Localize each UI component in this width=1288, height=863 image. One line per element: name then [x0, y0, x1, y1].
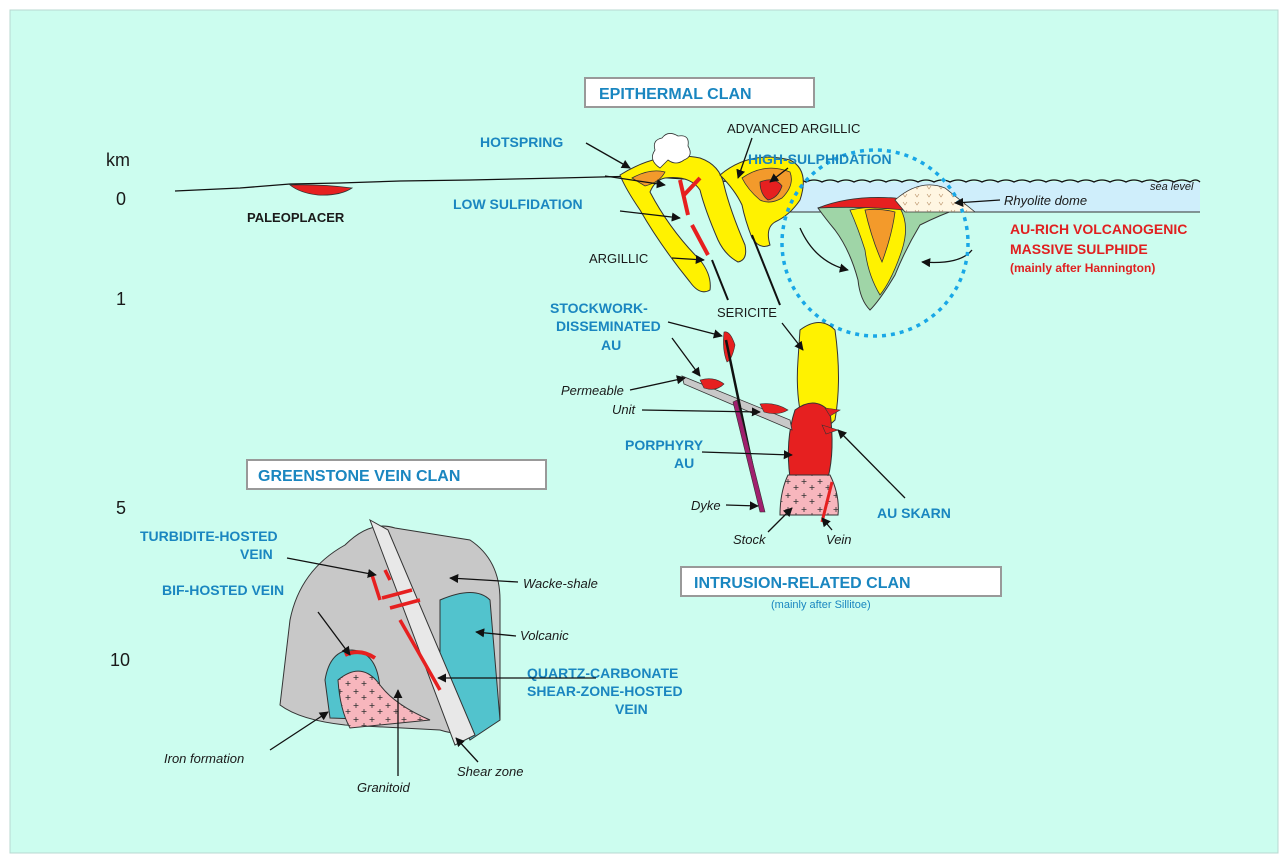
paleoplacer-label: PALEOPLACER [247, 210, 345, 225]
advanced-argillic-label: ADVANCED ARGILLIC [727, 121, 860, 136]
stockwork-label-2: DISSEMINATED [556, 318, 661, 334]
stockwork-label-3: AU [601, 337, 621, 353]
depth-tick-1: 1 [116, 289, 126, 309]
vms-label-1: AU-RICH VOLCANOGENIC [1010, 221, 1187, 237]
granitoid-label: Granitoid [357, 780, 411, 795]
vms-label-3: (mainly after Hannington) [1010, 261, 1155, 275]
quartz-carbonate-label-3: VEIN [615, 701, 648, 717]
low-sulfidation-label: LOW SULFIDATION [453, 196, 583, 212]
depth-unit-label: km [106, 150, 130, 170]
volcanic-label: Volcanic [520, 628, 569, 643]
dyke-label: Dyke [691, 498, 721, 513]
vms-label-2: MASSIVE SULPHIDE [1010, 241, 1148, 257]
unit-label: Unit [612, 402, 637, 417]
depth-tick-5: 5 [116, 498, 126, 518]
porphyry-ore-body [788, 403, 832, 478]
sericite-label: SERICITE [717, 305, 777, 320]
hotspring-label: HOTSPRING [480, 134, 563, 150]
turbidite-label-2: VEIN [240, 546, 273, 562]
shear-zone-label: Shear zone [457, 764, 524, 779]
depth-tick-0: 0 [116, 189, 126, 209]
epithermal-clan-title: EPITHERMAL CLAN [599, 86, 752, 103]
wacke-shale-label: Wacke-shale [523, 576, 598, 591]
intrusion-clan-note: (mainly after Sillitoe) [771, 599, 871, 611]
intrusion-clan-title: INTRUSION-RELATED CLAN [694, 575, 911, 592]
sea-level-label: sea level [1150, 181, 1194, 193]
rhyolite-dome-label: Rhyolite dome [1004, 193, 1087, 208]
argillic-label: ARGILLIC [589, 251, 648, 266]
iron-formation-label: Iron formation [164, 751, 244, 766]
greenstone-clan-title: GREENSTONE VEIN CLAN [258, 468, 460, 485]
bif-label: BIF-HOSTED VEIN [162, 582, 284, 598]
quartz-carbonate-label-2: SHEAR-ZONE-HOSTED [527, 683, 683, 699]
au-skarn-label: AU SKARN [877, 505, 951, 521]
porphyry-label-2: AU [674, 455, 694, 471]
high-sulphidation-label: HIGH-SULPHIDATION [748, 151, 892, 167]
background-panel [10, 10, 1278, 853]
permeable-label: Permeable [561, 383, 624, 398]
vein-label: Vein [826, 532, 852, 547]
depth-tick-10: 10 [110, 650, 130, 670]
turbidite-label-1: TURBIDITE-HOSTED [140, 528, 278, 544]
stock-label: Stock [733, 532, 767, 547]
porphyry-label-1: PORPHYRY [625, 437, 704, 453]
stockwork-label-1: STOCKWORK- [550, 300, 648, 316]
